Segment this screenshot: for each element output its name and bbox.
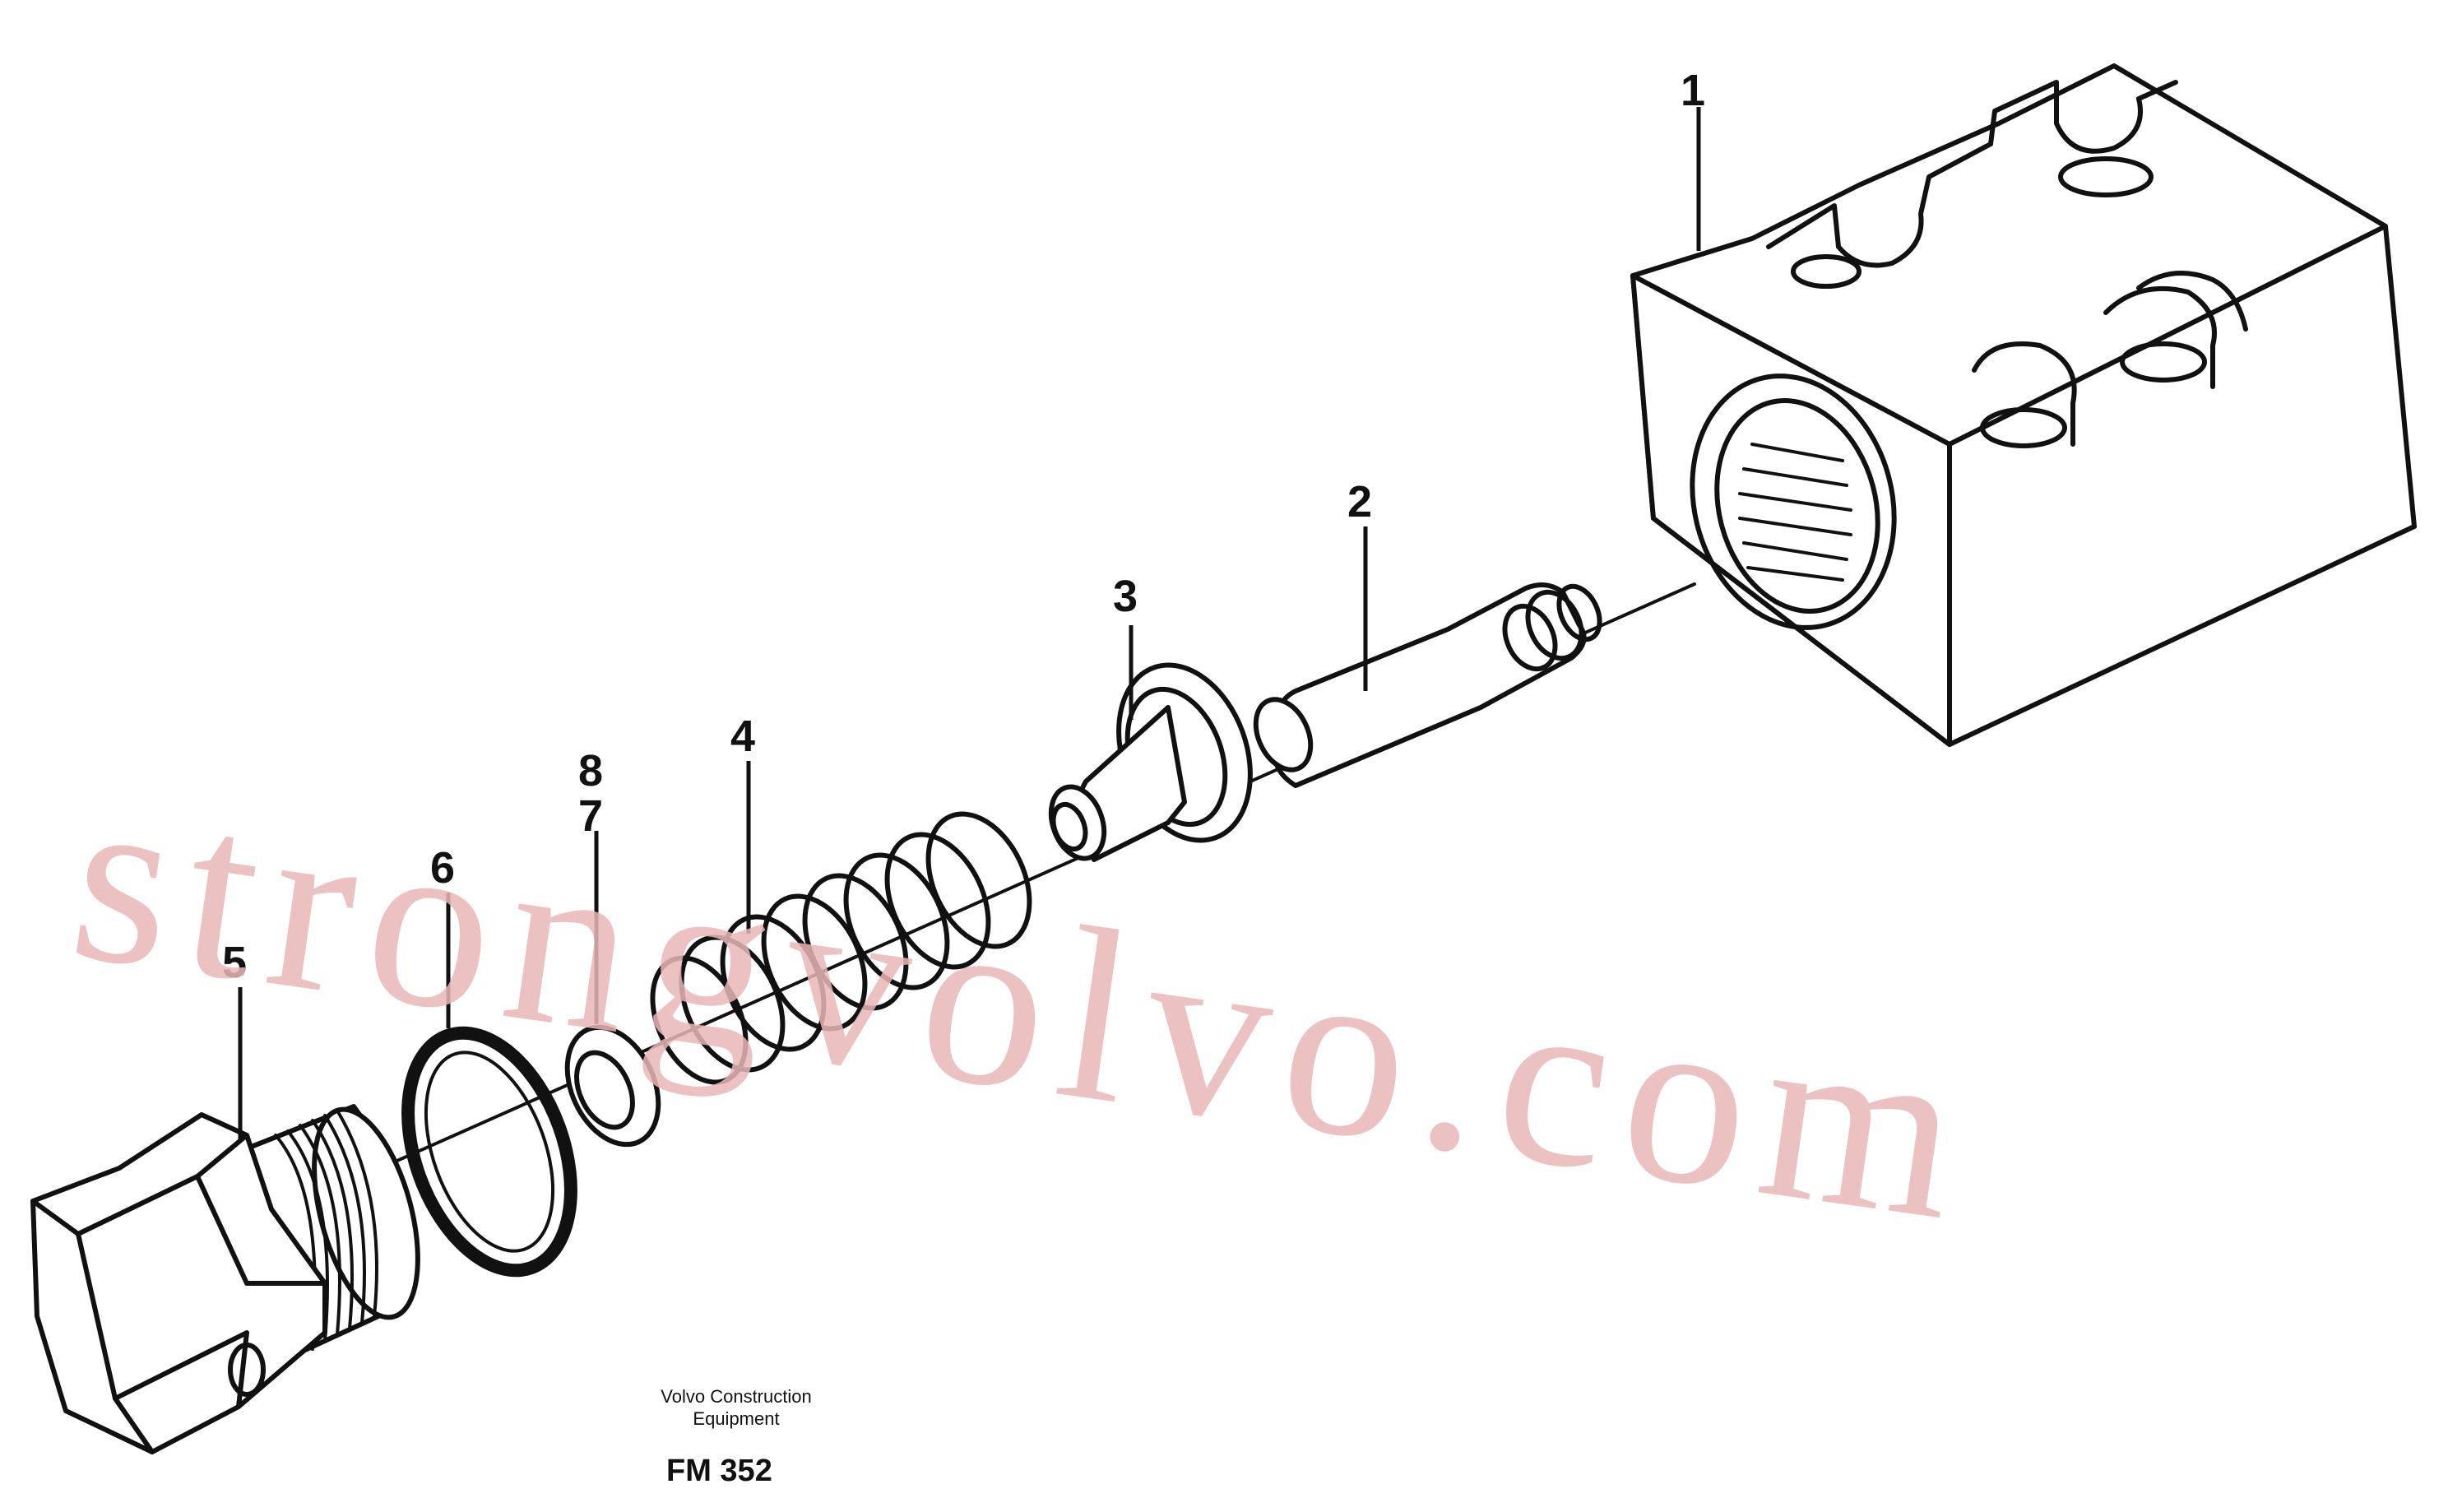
figure-caption: Volvo Construction Equipment FM 352 (661, 1386, 811, 1488)
callout-8: 8 (578, 746, 603, 795)
plug-threads (274, 1109, 378, 1351)
part-7-8-washer (564, 1024, 661, 1148)
callout-6: 6 (430, 843, 455, 1028)
callout-7-label: 7 (578, 791, 603, 841)
callout-4: 4 (730, 712, 755, 934)
callout-1-label: 1 (1681, 66, 1705, 115)
callout-3-label: 3 (1113, 572, 1138, 621)
callout-3: 3 (1113, 572, 1138, 720)
callout-4-label: 4 (730, 712, 755, 761)
callout-1: 1 (1681, 66, 1705, 251)
callout-2: 2 (1347, 477, 1372, 691)
callout-2-label: 2 (1347, 477, 1372, 526)
callout-5-label: 5 (222, 938, 247, 987)
figure-code: FM 352 (666, 1454, 772, 1488)
callout-6-label: 6 (430, 843, 455, 893)
part-6-seal-ring (401, 1026, 577, 1278)
part-1-valve-housing (1630, 63, 2417, 747)
callout-5: 5 (222, 938, 247, 1139)
part-4-spring (650, 811, 1032, 1085)
part-5-hex-plug (30, 1104, 420, 1454)
bore-threads (1738, 443, 1852, 582)
callout-8-label: 8 (578, 746, 603, 795)
callout-7: 7 (578, 791, 603, 1024)
caption-line-2: Equipment (693, 1408, 779, 1429)
caption-line-1: Volvo Construction (661, 1386, 811, 1407)
part-3-poppet (1048, 662, 1253, 862)
part-2-plunger (1253, 582, 1602, 788)
